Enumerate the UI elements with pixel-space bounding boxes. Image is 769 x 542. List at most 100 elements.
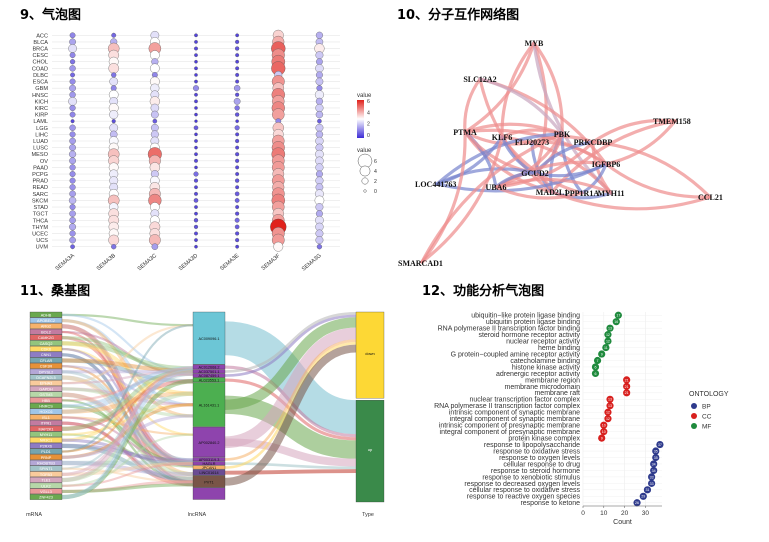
sankey-flow-lnc-type bbox=[224, 342, 357, 469]
sankey-node-lnc-label: AC012668.2 bbox=[198, 366, 219, 370]
bubble-point bbox=[69, 204, 76, 211]
enrich-point bbox=[650, 466, 658, 475]
sankey-flow-mrna-lnc bbox=[61, 341, 194, 396]
sankey-node-mrna bbox=[29, 465, 63, 472]
bubble-point bbox=[234, 224, 240, 230]
bubble-point bbox=[315, 229, 324, 238]
sankey-flow-mrna-lnc bbox=[61, 462, 194, 487]
network-node-label: FLJ20273 bbox=[515, 138, 549, 147]
enrich-x-axis-label: Count bbox=[613, 519, 632, 526]
color-legend-title: value bbox=[357, 93, 372, 99]
bubble-point bbox=[194, 205, 198, 209]
sankey-node-mrna-label: ISL1 bbox=[42, 416, 50, 420]
enrich-point bbox=[604, 331, 612, 339]
color-legend-tick: 6 bbox=[367, 99, 370, 105]
sankey-node-mrna-label: TLE1 bbox=[41, 479, 50, 483]
bubble-chart: ACCBLCABRCACESCCHOLCOADDLBCESCAGBMHNSCKI… bbox=[32, 29, 377, 273]
sankey-node-mrna bbox=[29, 454, 63, 460]
bubble-point bbox=[69, 59, 76, 65]
bubble-point bbox=[194, 238, 198, 242]
sankey-node-mrna-label: GSTM3 bbox=[39, 393, 52, 397]
bubble-point bbox=[193, 171, 199, 177]
sankey-node-lnc bbox=[192, 469, 226, 476]
bubble-point bbox=[315, 123, 324, 132]
network-edge bbox=[494, 185, 584, 200]
sankey-flow-mrna-lnc bbox=[61, 416, 194, 436]
bubble-point bbox=[109, 110, 119, 120]
bubble-point bbox=[70, 244, 75, 250]
sankey-flow-lnc-type bbox=[224, 469, 357, 475]
bubble-point bbox=[193, 218, 199, 223]
bubble-point bbox=[111, 72, 117, 78]
color-legend-bar bbox=[357, 100, 364, 138]
sankey-flow-lnc-type bbox=[224, 395, 357, 459]
bubble-point bbox=[69, 104, 76, 112]
network-node-label: PPP1R1A bbox=[565, 189, 599, 198]
bubble-point bbox=[314, 90, 324, 100]
bubble-point bbox=[315, 77, 324, 86]
enrich-point bbox=[604, 408, 612, 416]
enrich-point-label: 33 bbox=[650, 475, 654, 479]
sankey-node-mrna bbox=[29, 425, 63, 432]
sankey-node-mrna-label: TGFB3 bbox=[40, 473, 52, 477]
bubble-point bbox=[194, 40, 198, 44]
enrich-point-label: 17 bbox=[616, 314, 620, 318]
bubble-point bbox=[194, 33, 198, 38]
enrich-point-label: 35 bbox=[654, 449, 658, 453]
sankey-node-mrna-label: VGLL3 bbox=[40, 490, 52, 494]
bubble-y-tick: COAD bbox=[32, 66, 48, 72]
enrich-point-label: 6 bbox=[594, 365, 596, 369]
sankey-flow-mrna-lnc bbox=[61, 399, 194, 483]
sankey-node-mrna-label: BOL2 bbox=[41, 330, 51, 334]
network-edge bbox=[560, 132, 584, 195]
enrich-point-label: 11 bbox=[604, 346, 608, 350]
bubble-point bbox=[111, 119, 116, 124]
enrich-point-label: 33 bbox=[650, 482, 654, 486]
sankey-node-mrna-label: NR3C1 bbox=[40, 439, 52, 443]
bubble-point bbox=[235, 205, 240, 210]
bubble-x-tick: SEMA3F bbox=[261, 253, 282, 272]
bubble-y-tick: THYM bbox=[32, 225, 48, 231]
network-edge bbox=[591, 140, 712, 199]
network-node-label: SMARCAD1 bbox=[398, 259, 443, 268]
bubble-point bbox=[194, 152, 198, 157]
bubble-point bbox=[108, 234, 120, 246]
sankey-node-mrna bbox=[29, 391, 63, 398]
sankey-flow-mrna-lnc bbox=[61, 369, 194, 442]
size-legend-tick: 6 bbox=[374, 159, 377, 165]
sankey-flow-mrna-lnc bbox=[61, 421, 194, 484]
sankey-flow-mrna-lnc bbox=[61, 480, 194, 494]
sankey-node-lnc-label: HAGLR bbox=[202, 462, 215, 466]
bubble-point bbox=[108, 63, 119, 74]
bubble-point bbox=[235, 33, 239, 38]
bubble-point bbox=[315, 203, 324, 212]
sankey-flow-mrna-lnc bbox=[61, 366, 194, 414]
sankey-flow-mrna-lnc bbox=[61, 375, 194, 481]
bubble-point bbox=[69, 65, 76, 72]
panel-title-enrichment: 12、功能分析气泡图 bbox=[422, 284, 545, 299]
enrich-point-label: 12 bbox=[606, 333, 610, 337]
sankey-node-mrna bbox=[29, 374, 63, 381]
bubble-point bbox=[152, 118, 158, 124]
enrich-point bbox=[606, 402, 614, 410]
network-edge bbox=[420, 130, 467, 264]
bubble-point bbox=[234, 217, 240, 223]
network-edge bbox=[580, 162, 608, 195]
enrich-point bbox=[606, 324, 614, 332]
panel-title-bubble: 9、气泡图 bbox=[20, 8, 82, 23]
enrich-x-tick: 20 bbox=[621, 510, 629, 517]
enrich-term-label: membrane region bbox=[525, 377, 580, 384]
sankey-node-mrna-label: PRNP bbox=[41, 456, 52, 460]
enrich-point-label: 21 bbox=[625, 385, 629, 389]
bubble-y-tick: GBM bbox=[35, 86, 48, 92]
sankey-node-mrna-label: CNN1 bbox=[41, 353, 51, 357]
network-edge bbox=[604, 119, 677, 166]
sankey-node-lnc bbox=[192, 465, 226, 470]
network-node-label: MAD2L1 bbox=[536, 188, 568, 197]
sankey-node-lnc bbox=[192, 373, 226, 378]
sankey-flow-lnc-type bbox=[224, 327, 357, 449]
sankey-node-type bbox=[355, 400, 385, 503]
bubble-point bbox=[69, 216, 76, 224]
enrich-x-tick: 10 bbox=[600, 510, 608, 517]
sankey-node-mrna bbox=[29, 385, 63, 392]
